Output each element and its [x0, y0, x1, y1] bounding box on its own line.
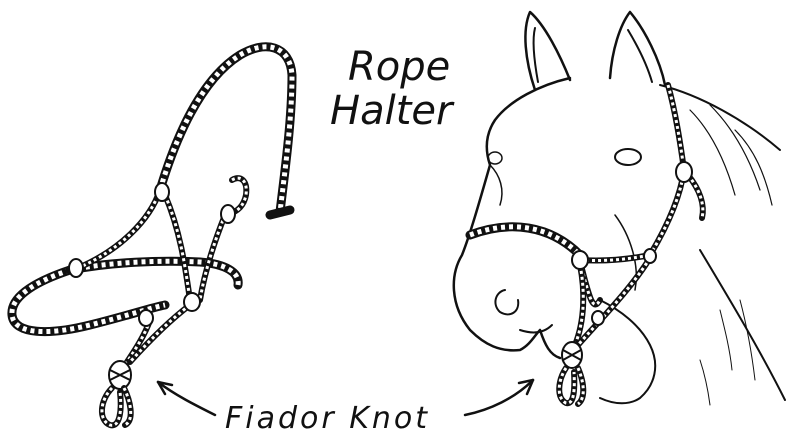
horse-mane — [690, 105, 772, 205]
halter-knot — [221, 205, 235, 223]
horse-eye — [488, 152, 502, 164]
horse-ear — [534, 28, 538, 82]
halter-knot — [69, 259, 83, 277]
pointer-arrow-right — [465, 380, 533, 415]
halter-knot — [572, 251, 588, 269]
halter-crown-rope — [160, 47, 292, 215]
horse-ear — [525, 12, 570, 90]
pointer-arrow-left — [158, 382, 215, 415]
halter-knot — [644, 249, 656, 263]
horse-mouth — [520, 325, 552, 332]
horse-neck-shading — [700, 300, 755, 405]
horse-head-outline — [454, 78, 570, 358]
horse-neck — [700, 250, 785, 400]
horse-eye — [615, 149, 641, 165]
title-line-1: Rope — [348, 44, 450, 90]
halter-knot — [184, 293, 200, 311]
halter-knot — [139, 310, 153, 326]
horse-nostril — [495, 290, 518, 314]
fiador-knot-right — [559, 342, 583, 404]
horse-face-line — [490, 165, 502, 205]
halter-knot — [676, 162, 692, 182]
halter-knot — [592, 311, 604, 325]
halter-knot — [155, 183, 169, 201]
fiador-knot-left — [102, 361, 131, 425]
horse-head-wearing-halter — [454, 12, 785, 405]
halter-cheek-ropes — [78, 178, 246, 365]
fiador-knot-label: Fiador Knot — [225, 401, 430, 436]
loose-rope-halter — [12, 47, 292, 426]
halter-on-horse — [470, 85, 703, 345]
title-line-2: Halter — [330, 88, 455, 134]
